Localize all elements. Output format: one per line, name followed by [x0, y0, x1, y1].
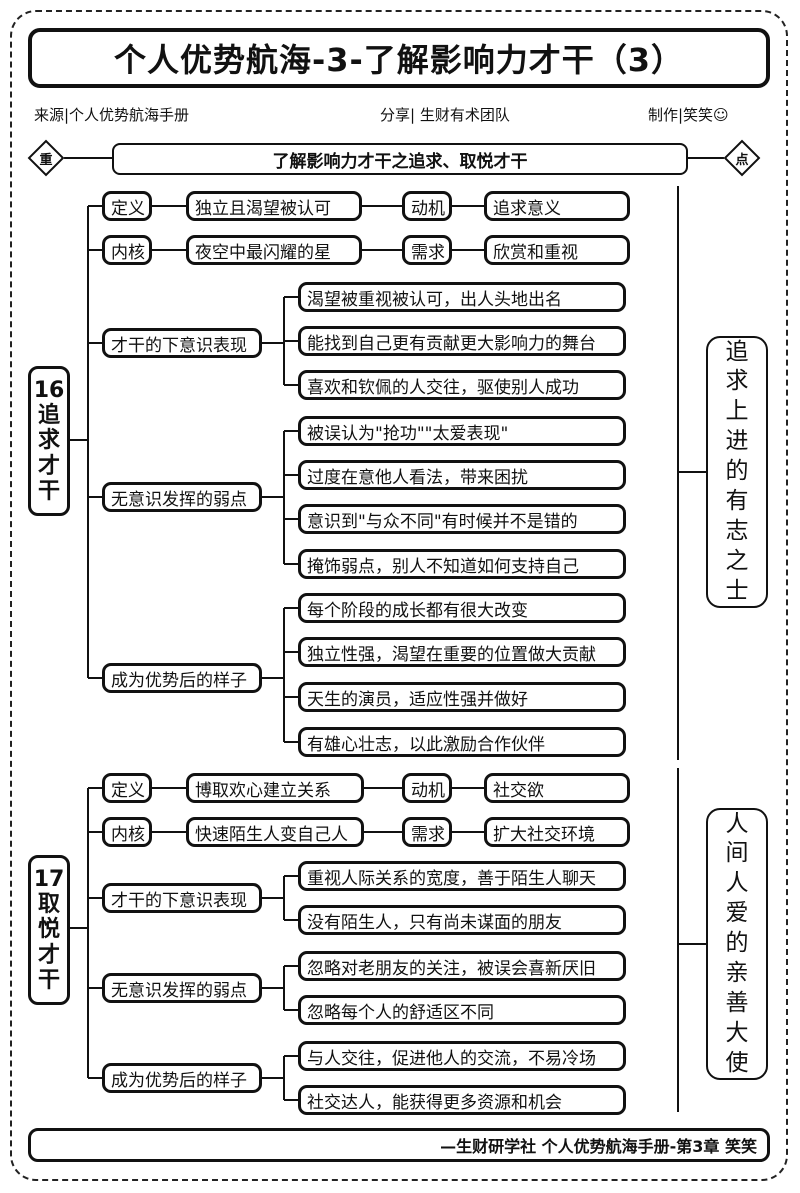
side-note-char: 人	[725, 810, 749, 837]
meta-source: 来源|个人优势航海手册	[34, 106, 190, 124]
need-label: 需求	[402, 235, 452, 265]
definition-value: 博取欢心建立关系	[186, 773, 364, 803]
need-value: 扩大社交环境	[484, 817, 630, 847]
section-label-char: 才	[37, 453, 60, 479]
side-note-17: 人 间 人 爱 的 亲 善 大 使	[706, 808, 768, 1080]
motive-label: 动机	[402, 773, 452, 803]
side-note-char: 有	[725, 487, 749, 514]
section-label-char: 干	[37, 967, 60, 993]
side-note-char: 进	[725, 428, 749, 455]
list-item: 与人交往，促进他人的交流，不易冷场	[298, 1041, 626, 1071]
definition-value: 独立且渴望被认可	[186, 191, 362, 221]
left-badge: 重	[27, 139, 65, 177]
subtitle-banner: 了解影响力才干之追求、取悦才干	[112, 143, 688, 175]
section-label-17: 17 取 悦 才 干	[28, 855, 70, 1005]
group-label-expression: 才干的下意识表现	[102, 328, 262, 358]
list-item: 社交达人，能获得更多资源和机会	[298, 1085, 626, 1115]
list-item: 忽略每个人的舒适区不同	[298, 995, 626, 1025]
list-item: 掩饰弱点，别人不知道如何支持自己	[298, 549, 626, 579]
side-note-char: 善	[725, 989, 749, 1016]
motive-label: 动机	[402, 191, 452, 221]
core-value: 夜空中最闪耀的星	[186, 235, 362, 265]
list-item: 被误认为"抢功""太爱表现"	[298, 416, 626, 446]
side-note-char: 大	[725, 1019, 749, 1046]
section-label-char: 悦	[37, 917, 60, 943]
side-note-char: 之	[725, 547, 749, 574]
list-item: 忽略对老朋友的关注，被误会喜新厌旧	[298, 951, 626, 981]
need-value: 欣赏和重视	[484, 235, 630, 265]
side-note-char: 求	[725, 368, 749, 395]
side-note-char: 人	[725, 870, 749, 897]
right-badge-label: 点	[735, 152, 749, 168]
section-label-char: 干	[37, 478, 60, 504]
core-label: 内核	[102, 235, 152, 265]
side-note-char: 志	[725, 517, 749, 544]
side-note-char: 的	[725, 930, 749, 957]
list-item: 能找到自己更有贡献更大影响力的舞台	[298, 326, 626, 356]
group-label-strength: 成为优势后的样子	[102, 663, 262, 693]
meta-share: 分享| 生财有术团队	[380, 106, 510, 124]
left-badge-label: 重	[39, 152, 53, 168]
core-label: 内核	[102, 817, 152, 847]
side-note-char: 追	[725, 338, 749, 365]
section-label-char: 求	[37, 428, 60, 454]
side-note-char: 间	[725, 840, 749, 867]
side-note-16: 追 求 上 进 的 有 志 之 士	[706, 336, 768, 608]
section-label-char: 追	[37, 403, 60, 429]
list-item: 喜欢和钦佩的人交往，驱使别人成功	[298, 370, 626, 400]
need-label: 需求	[402, 817, 452, 847]
motive-value: 追求意义	[484, 191, 630, 221]
section-label-char: 才	[37, 942, 60, 968]
right-badge: 点	[723, 139, 761, 177]
list-item: 过度在意他人看法，带来困扰	[298, 460, 626, 490]
group-label-expression: 才干的下意识表现	[102, 883, 262, 913]
footer: —生财研学社 个人优势航海手册-第3章 笑笑	[28, 1128, 770, 1162]
side-note-char: 使	[725, 1049, 749, 1076]
group-label-weakness: 无意识发挥的弱点	[102, 973, 262, 1003]
group-label-weakness: 无意识发挥的弱点	[102, 482, 262, 512]
section-label-char: 取	[37, 892, 60, 918]
list-item: 没有陌生人，只有尚未谋面的朋友	[298, 905, 626, 935]
core-value: 快速陌生人变自己人	[186, 817, 364, 847]
section-label-char: 17	[33, 866, 65, 892]
motive-value: 社交欲	[484, 773, 630, 803]
side-note-char: 亲	[725, 959, 749, 986]
list-item: 每个阶段的成长都有很大改变	[298, 593, 626, 623]
list-item: 重视人际关系的宽度，善于陌生人聊天	[298, 861, 626, 891]
group-label-strength: 成为优势后的样子	[102, 1063, 262, 1093]
side-note-char: 的	[725, 458, 749, 485]
definition-label: 定义	[102, 191, 152, 221]
list-item: 有雄心壮志，以此激励合作伙伴	[298, 727, 626, 757]
list-item: 意识到"与众不同"有时候并不是错的	[298, 504, 626, 534]
side-note-char: 士	[725, 577, 749, 604]
side-note-char: 上	[725, 398, 749, 425]
side-note-char: 爱	[725, 900, 749, 927]
page-title: 个人优势航海-3-了解影响力才干（3）	[28, 28, 770, 88]
list-item: 渴望被重视被认可，出人头地出名	[298, 282, 626, 312]
list-item: 天生的演员，适应性强并做好	[298, 682, 626, 712]
outer-frame	[10, 10, 788, 1181]
list-item: 独立性强，渴望在重要的位置做大贡献	[298, 637, 626, 667]
meta-maker: 制作|笑笑☺	[648, 106, 729, 124]
definition-label: 定义	[102, 773, 152, 803]
section-label-char: 16	[33, 377, 65, 403]
section-label-16: 16 追 求 才 干	[28, 366, 70, 516]
